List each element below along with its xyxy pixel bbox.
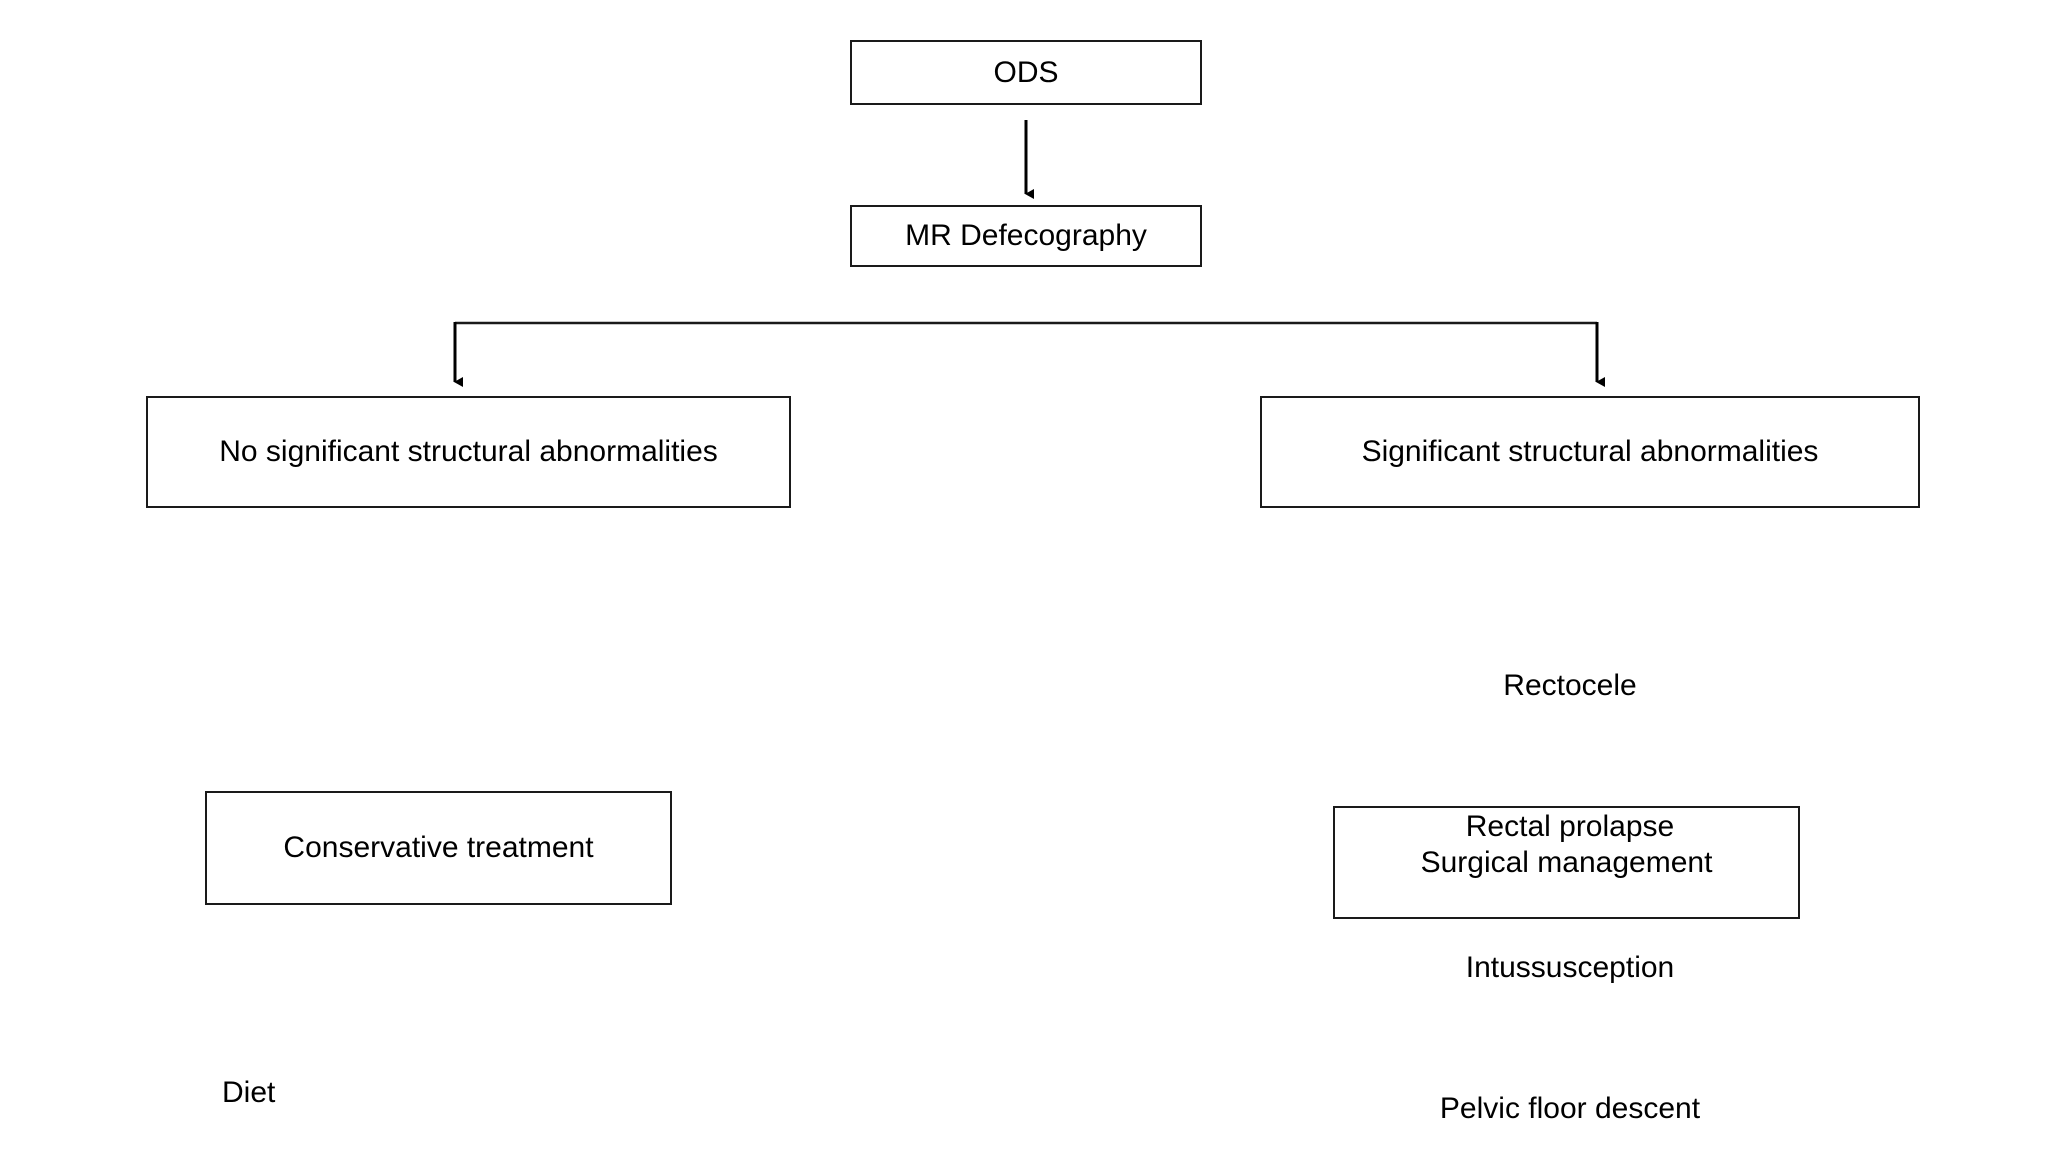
node-significant-structural-abnormalities[interactable]: Significant structural abnormalities (1260, 396, 1920, 508)
node-mr-defecography[interactable]: MR Defecography (850, 205, 1202, 267)
conservative-measures-list: Diet Lifestyle changes Biofeedback thera… (222, 975, 742, 1152)
findings-list-item: Intussusception (1465, 951, 1675, 984)
node-conservative-treatment[interactable]: Conservative treatment (205, 791, 672, 905)
node-surgical-management[interactable]: Surgical management (1333, 806, 1800, 919)
edge-mr-defecography-split (453, 321, 1605, 387)
node-no-significant-structural-abnormalities[interactable]: No significant structural abnormalities (146, 396, 791, 508)
findings-list-item: Pelvic floor descent (1439, 1092, 1701, 1125)
findings-list-item: Rectocele (1503, 669, 1637, 702)
findings-list: Rectocele Rectal prolapse Intussusceptio… (1370, 568, 1770, 1152)
findings-list-item: Rectal prolapse (1465, 810, 1675, 843)
conservative-measures-list-item: Diet (222, 1076, 276, 1109)
node-ods[interactable]: ODS (850, 40, 1202, 105)
